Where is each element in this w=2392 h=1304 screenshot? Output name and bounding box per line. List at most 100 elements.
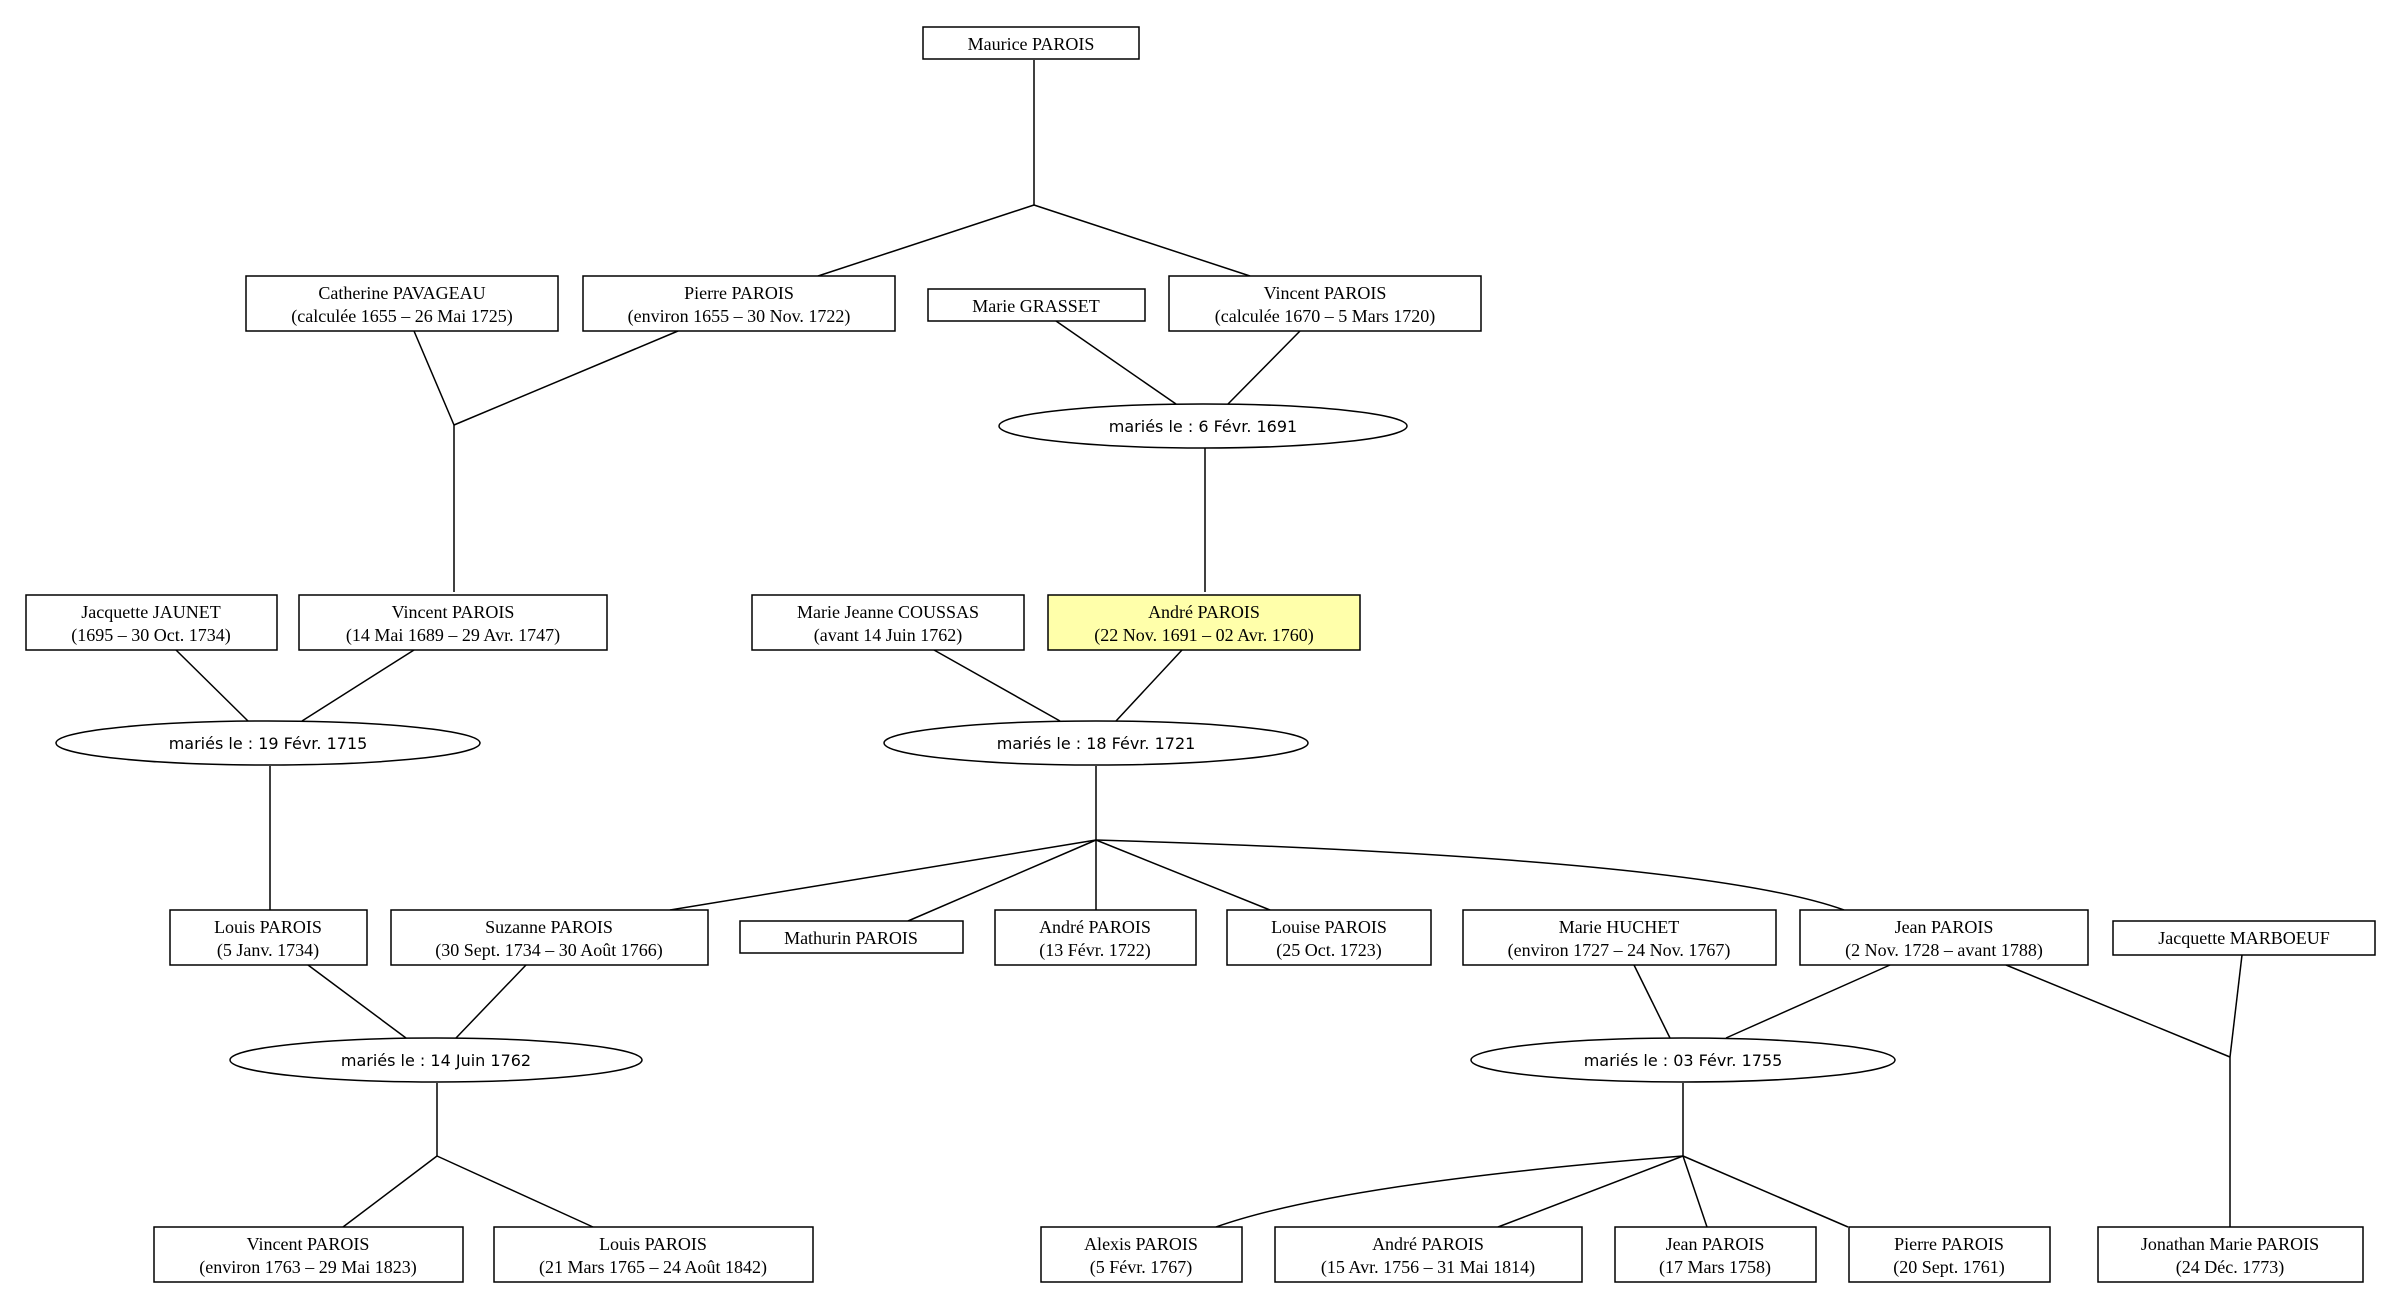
marriage-1691[interactable]: mariés le : 6 Févr. 1691 <box>998 403 1408 449</box>
marriage-label: mariés le : 19 Févr. 1715 <box>169 734 368 753</box>
person-dates: (avant 14 Juin 1762) <box>814 625 962 646</box>
person-andre-parois-1691[interactable]: André PAROIS (22 Nov. 1691 – 02 Avr. 176… <box>1047 594 1361 651</box>
connector <box>669 839 1097 911</box>
person-dates: (30 Sept. 1734 – 30 Août 1766) <box>435 940 663 961</box>
connector <box>1497 1155 1684 1228</box>
person-box <box>153 1226 464 1283</box>
person-name: Jacquette JAUNET <box>81 602 220 622</box>
connector <box>1227 330 1301 405</box>
person-name: Jonathan Marie PAROIS <box>2141 1234 2319 1254</box>
person-jacquette-jaunet[interactable]: Jacquette JAUNET (1695 – 30 Oct. 1734) <box>25 594 278 651</box>
connector <box>1055 320 1177 405</box>
person-dates: (5 Févr. 1767) <box>1090 1257 1193 1278</box>
person-name: Louise PAROIS <box>1271 917 1387 937</box>
person-name: Jean PAROIS <box>1666 1234 1765 1254</box>
person-name: Marie Jeanne COUSSAS <box>797 602 979 622</box>
person-name: André PAROIS <box>1148 602 1260 622</box>
person-name: Louis PAROIS <box>214 917 322 937</box>
person-dates: (22 Nov. 1691 – 02 Avr. 1760) <box>1094 625 1314 646</box>
person-jonathan-marie-parois[interactable]: Jonathan Marie PAROIS (24 Déc. 1773) <box>2097 1226 2364 1283</box>
person-name: Vincent PAROIS <box>247 1234 370 1254</box>
person-box <box>922 26 1140 60</box>
person-name: Maurice PAROIS <box>968 34 1095 54</box>
marriage-label: mariés le : 03 Févr. 1755 <box>1584 1051 1783 1070</box>
person-vincent-parois-1763[interactable]: Vincent PAROIS (environ 1763 – 29 Mai 18… <box>153 1226 464 1283</box>
connector <box>342 1155 438 1228</box>
person-dates: (21 Mars 1765 – 24 Août 1842) <box>539 1257 767 1278</box>
connector <box>817 204 1035 277</box>
person-box <box>582 275 896 332</box>
marriage-1755[interactable]: mariés le : 03 Févr. 1755 <box>1470 1037 1896 1083</box>
connectors <box>175 60 2243 1228</box>
person-andre-parois-1756[interactable]: André PAROIS (15 Avr. 1756 – 31 Mai 1814… <box>1274 1226 1583 1283</box>
person-vincent-parois-1670[interactable]: Vincent PAROIS (calculée 1670 – 5 Mars 1… <box>1168 275 1482 332</box>
person-louis-parois-1734[interactable]: Louis PAROIS (5 Janv. 1734) <box>169 909 368 966</box>
marriage-1721[interactable]: mariés le : 18 Févr. 1721 <box>883 720 1309 766</box>
person-name: Marie GRASSET <box>972 296 1100 316</box>
person-catherine-pavageau[interactable]: Catherine PAVAGEAU (calculée 1655 – 26 M… <box>245 275 559 332</box>
person-marie-grasset[interactable]: Marie GRASSET <box>927 288 1146 322</box>
person-box <box>298 594 608 651</box>
person-jacquette-marboeuf[interactable]: Jacquette MARBOEUF <box>2112 920 2376 956</box>
person-name: Suzanne PAROIS <box>485 917 613 937</box>
person-box <box>390 909 709 966</box>
connector <box>1215 1155 1684 1228</box>
person-dates: (calculée 1655 – 26 Mai 1725) <box>291 306 512 327</box>
person-box <box>169 909 368 966</box>
person-name: Vincent PAROIS <box>392 602 515 622</box>
person-jean-parois-1728[interactable]: Jean PAROIS (2 Nov. 1728 – avant 1788) <box>1799 909 2089 966</box>
person-marie-jeanne-coussas[interactable]: Marie Jeanne COUSSAS (avant 14 Juin 1762… <box>751 594 1025 651</box>
connector <box>453 330 679 426</box>
person-marie-huchet[interactable]: Marie HUCHET (environ 1727 – 24 Nov. 176… <box>1462 909 1777 966</box>
marriage-1762[interactable]: mariés le : 14 Juin 1762 <box>229 1037 643 1083</box>
connector <box>2229 954 2243 1058</box>
person-mathurin-parois[interactable]: Mathurin PAROIS <box>739 920 964 954</box>
person-dates: (15 Avr. 1756 – 31 Mai 1814) <box>1321 1257 1535 1278</box>
marriage-ellipse <box>229 1037 643 1083</box>
connector <box>175 649 249 722</box>
person-name: Pierre PAROIS <box>684 283 794 303</box>
person-name: Louis PAROIS <box>599 1234 707 1254</box>
person-box <box>1274 1226 1583 1283</box>
person-dates: (14 Mai 1689 – 29 Avr. 1747) <box>346 625 560 646</box>
connector <box>1682 1155 1708 1228</box>
person-louise-parois[interactable]: Louise PAROIS (25 Oct. 1723) <box>1226 909 1432 966</box>
marriage-label: mariés le : 6 Févr. 1691 <box>1109 417 1297 436</box>
person-dates: (25 Oct. 1723) <box>1276 940 1381 961</box>
person-jean-parois-1758[interactable]: Jean PAROIS (17 Mars 1758) <box>1614 1226 1817 1283</box>
person-dates: (24 Déc. 1773) <box>2176 1257 2284 1278</box>
person-vincent-parois-1689[interactable]: Vincent PAROIS (14 Mai 1689 – 29 Avr. 17… <box>298 594 608 651</box>
person-name: Jean PAROIS <box>1895 917 1994 937</box>
person-name: Mathurin PAROIS <box>784 928 918 948</box>
person-louis-parois-1765[interactable]: Louis PAROIS (21 Mars 1765 – 24 Août 184… <box>493 1226 814 1283</box>
person-box <box>1614 1226 1817 1283</box>
connector <box>1033 204 1251 277</box>
person-maurice[interactable]: Maurice PAROIS <box>922 26 1140 60</box>
person-box <box>245 275 559 332</box>
person-box <box>739 920 964 954</box>
person-dates: (environ 1655 – 30 Nov. 1722) <box>628 306 851 327</box>
person-andre-parois-1722[interactable]: André PAROIS (13 Févr. 1722) <box>994 909 1197 966</box>
connector <box>1095 839 1845 911</box>
connector <box>1682 1155 1849 1228</box>
person-suzanne-parois[interactable]: Suzanne PAROIS (30 Sept. 1734 – 30 Août … <box>390 909 709 966</box>
person-box <box>2097 1226 2364 1283</box>
person-box <box>1168 275 1482 332</box>
person-box <box>927 288 1146 322</box>
connector <box>413 330 455 426</box>
connector <box>455 964 527 1039</box>
person-box <box>1040 1226 1243 1283</box>
person-box <box>1047 594 1361 651</box>
person-box <box>25 594 278 651</box>
marriage-ellipse <box>55 720 481 766</box>
person-dates: (calculée 1670 – 5 Mars 1720) <box>1215 306 1435 327</box>
marriage-label: mariés le : 14 Juin 1762 <box>341 1051 531 1070</box>
person-pierre-parois-1761[interactable]: Pierre PAROIS (20 Sept. 1761) <box>1848 1226 2051 1283</box>
person-dates: (17 Mars 1758) <box>1659 1257 1771 1278</box>
person-pierre-parois-1655[interactable]: Pierre PAROIS (environ 1655 – 30 Nov. 17… <box>582 275 896 332</box>
person-alexis-parois[interactable]: Alexis PAROIS (5 Févr. 1767) <box>1040 1226 1243 1283</box>
person-dates: (environ 1727 – 24 Nov. 1767) <box>1508 940 1731 961</box>
person-name: André PAROIS <box>1372 1234 1484 1254</box>
marriage-1715[interactable]: mariés le : 19 Févr. 1715 <box>55 720 481 766</box>
